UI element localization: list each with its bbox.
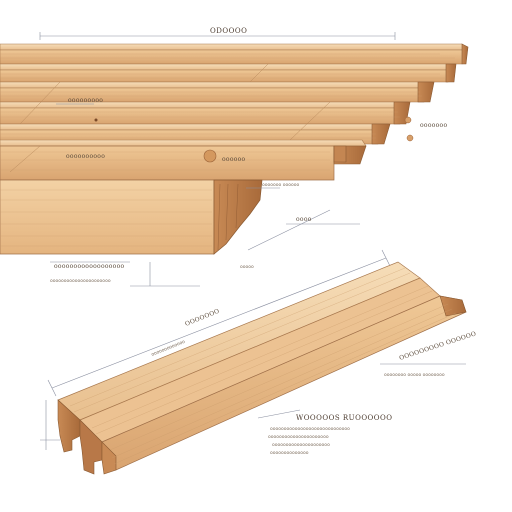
- mid-note: oooo: [296, 216, 312, 223]
- peg-hole: [94, 118, 98, 122]
- left-note-2: oooooooooooooooooooooo: [50, 279, 111, 284]
- underside-note: ooooooo oooooo: [262, 183, 299, 188]
- board-6-front-beam: [0, 139, 367, 181]
- end-peg: [404, 116, 412, 124]
- detail-line-1: ooooooooooooooooooooooooooooo: [270, 427, 350, 432]
- left-note-1: oooooooooooooooooo: [54, 263, 125, 270]
- detail-title: WOOOOOS RUOOOOOO: [296, 414, 393, 422]
- joint-diagonals: [9, 63, 331, 173]
- beam-end-annotation: oooooo: [222, 156, 246, 163]
- support-block: [0, 179, 263, 255]
- annotation-a: ooooooooo: [68, 97, 103, 104]
- small-tag: ooooo: [240, 265, 254, 270]
- detail-line-4: oooooooooooooo: [270, 451, 309, 456]
- detail-line-2: oooooooooooooooooooooo: [268, 435, 329, 440]
- board-4: [0, 101, 411, 125]
- knot-mark: [203, 149, 217, 163]
- grain-lines-upper: [0, 53, 455, 171]
- side-annotation-right: ooooooo: [420, 122, 447, 129]
- board-2: [0, 63, 457, 83]
- lower-joinery-piece: [40, 249, 467, 475]
- board-3: [0, 81, 435, 103]
- end-peg-2: [406, 134, 414, 142]
- top-dimension-line: [39, 32, 396, 40]
- lower-left-tag: OOOOOOO: [184, 308, 221, 328]
- right-note-2: oooooooo ooooo oooooooo: [384, 373, 445, 378]
- detail-line-3: ooooooooooooooooooooo: [272, 443, 330, 448]
- top-dimension-label: ODOOOO: [210, 27, 247, 35]
- board-1: [0, 43, 469, 65]
- upper-annotations: ooooooooo oooooooooo oooooo ooooooo oooo…: [50, 97, 447, 287]
- upper-board-stack: ODOOOO: [0, 27, 469, 181]
- annotation-b: oooooooooo: [66, 153, 105, 160]
